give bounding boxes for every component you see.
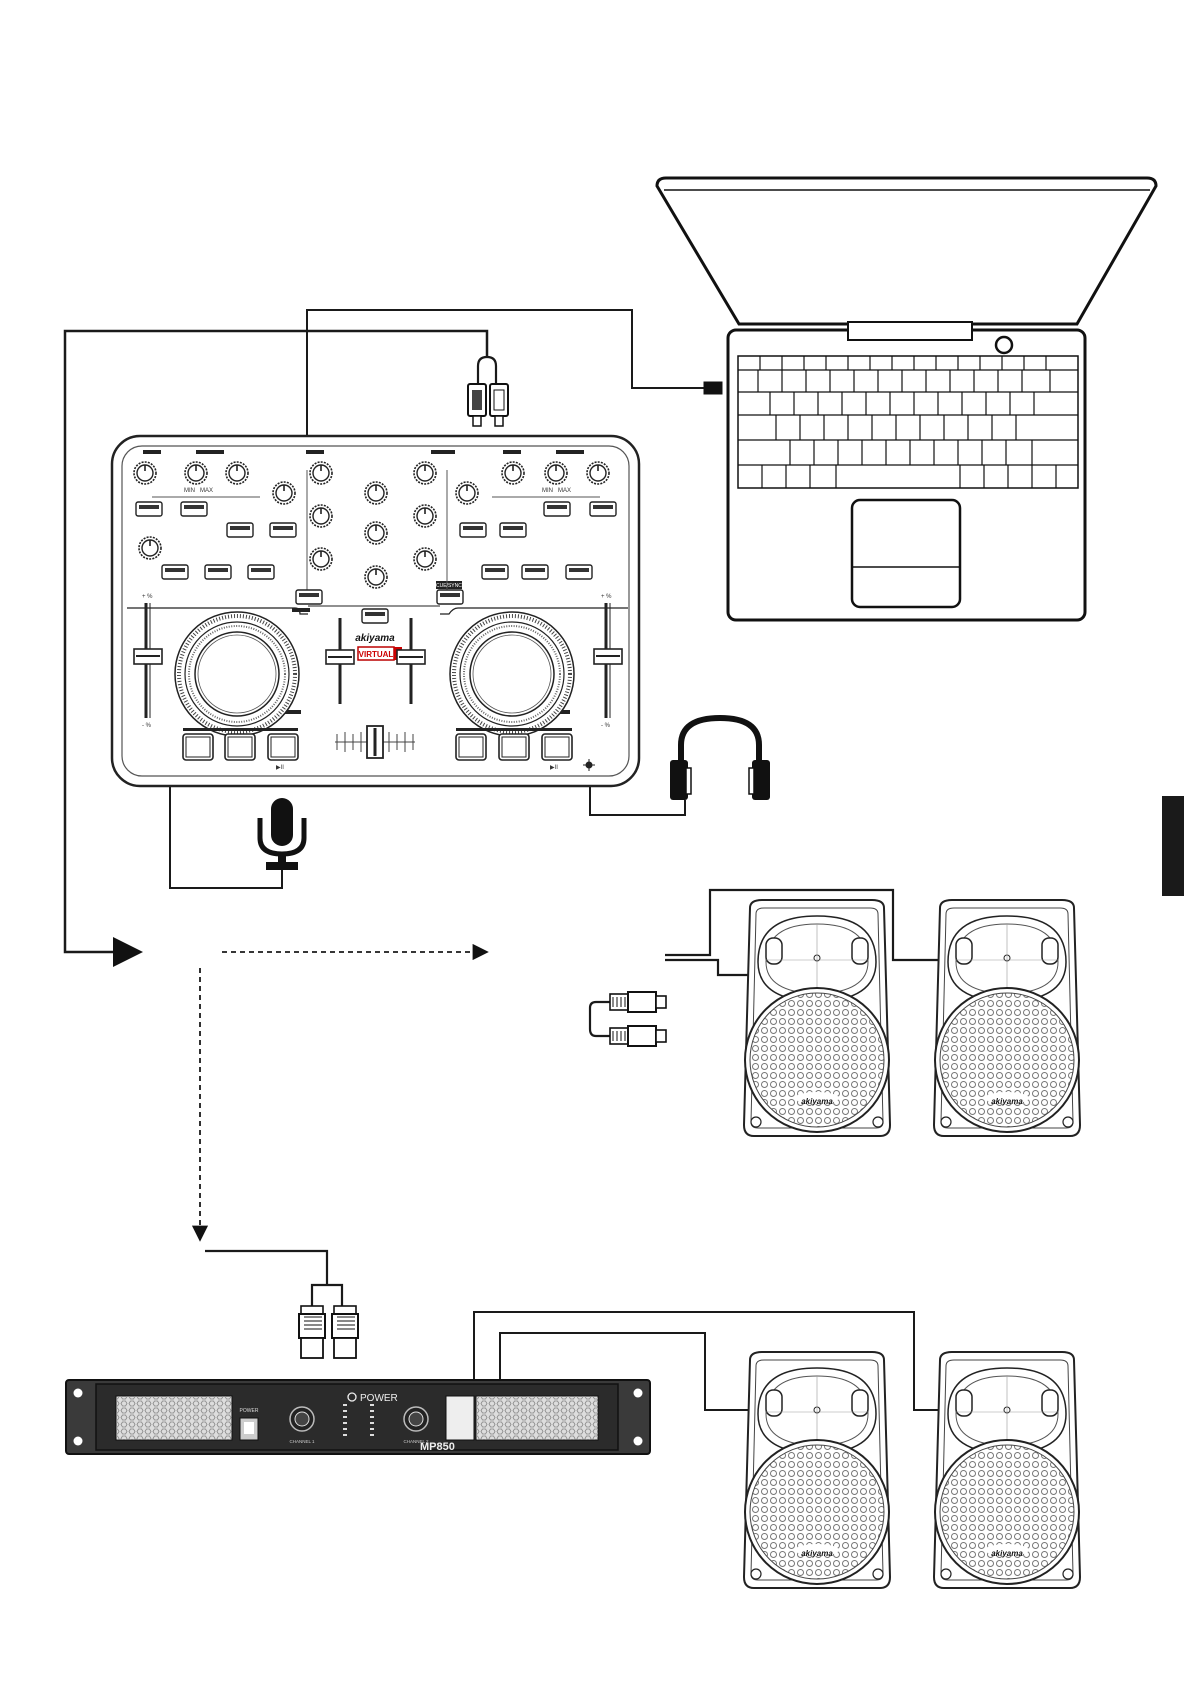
controller-brand: akiyama [355, 633, 395, 644]
passive-speaker-right: akiyama [934, 1352, 1080, 1588]
rca-plugs [468, 384, 508, 426]
section-tab [1162, 796, 1184, 896]
passive-speaker-left: akiyama [744, 1352, 890, 1588]
xlr-link-cable [610, 992, 666, 1046]
left-jog-wheel [175, 612, 299, 736]
pitch-minus-label-right: - % [601, 723, 611, 729]
amp-brand: POWER [360, 1393, 398, 1404]
knob-max-label-right: MAX [558, 488, 571, 494]
power-amplifier: POWER CHANNEL 1 CHANNEL 2 POWER MP850 [66, 1380, 650, 1454]
amp-power-switch-label: POWER [240, 1408, 259, 1414]
virtual-dj-badge: VIRTUAL [359, 650, 394, 659]
play-pause-label-right: ▶II [550, 765, 558, 771]
microphone-icon [260, 798, 304, 870]
amp-channel-1-label: CHANNEL 1 [289, 1439, 315, 1444]
pitch-minus-label-left: - % [142, 723, 152, 729]
cue-sync-label: CUE/SYNC [436, 583, 462, 589]
speaker-brand: akiyama [801, 1097, 833, 1106]
pitch-plus-label-left: + % [142, 594, 153, 600]
pitch-plus-label-right: + % [601, 594, 612, 600]
knob-min-label-right: MIN [542, 488, 553, 494]
laptop [657, 178, 1156, 620]
headphones-icon [670, 718, 770, 800]
right-jog-wheel [450, 612, 574, 736]
speaker-brand: akiyama [991, 1549, 1023, 1558]
speaker-brand: akiyama [801, 1549, 833, 1558]
active-speaker-right: akiyama [934, 900, 1080, 1136]
play-pause-label-left: ▶II [276, 765, 284, 771]
amp-model: MP850 [420, 1441, 455, 1453]
xlr-amp-input [299, 1306, 358, 1358]
knob-min-label: MIN [184, 488, 195, 494]
knob-max-label: MAX [200, 488, 213, 494]
dj-controller: MIN MAX MIN MAX CUE/SYNC akiyama VIRTUAL [112, 436, 639, 786]
speaker-brand: akiyama [991, 1097, 1023, 1106]
active-speaker-left: akiyama [744, 900, 890, 1136]
